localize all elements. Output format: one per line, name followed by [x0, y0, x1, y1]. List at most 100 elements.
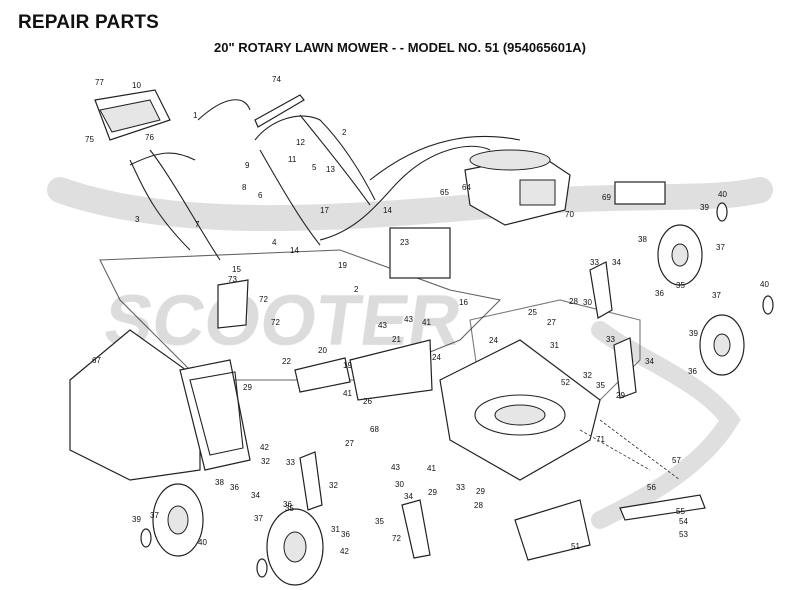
- part-callout: 21: [392, 335, 401, 344]
- part-callout: 8: [242, 183, 247, 192]
- part-callout: 12: [296, 138, 305, 147]
- part-callout: 19: [338, 261, 347, 270]
- part-callout: 51: [571, 542, 580, 551]
- part-callout: 38: [215, 478, 224, 487]
- part-callout: 29: [476, 487, 485, 496]
- part-callout: 31: [550, 341, 559, 350]
- part-callout: 1: [193, 111, 198, 120]
- part-callout: 29: [428, 488, 437, 497]
- model-subtitle: 20" ROTARY LAWN MOWER - - MODEL NO. 51 (…: [214, 40, 586, 55]
- part-callout: 52: [561, 378, 570, 387]
- part-callout: 10: [132, 81, 141, 90]
- height-adjuster-upper: [589, 261, 613, 319]
- part-callout: 40: [718, 190, 727, 199]
- part-callout: 71: [596, 435, 605, 444]
- lower-handle: [129, 149, 221, 261]
- part-callout: 40: [760, 280, 769, 289]
- part-callout: 73: [228, 275, 237, 284]
- skirt: [514, 499, 591, 561]
- part-callout: 29: [243, 383, 252, 392]
- kit-box-23: [389, 227, 451, 279]
- part-callout: 7: [195, 220, 200, 229]
- part-callout: 28: [569, 297, 578, 306]
- rear-door: [349, 339, 433, 401]
- part-callout: 74: [272, 75, 281, 84]
- part-callout: 32: [329, 481, 338, 490]
- part-callout: 33: [606, 335, 615, 344]
- part-callout: 16: [459, 298, 468, 307]
- part-callout: 35: [375, 517, 384, 526]
- part-callout: 26: [363, 397, 372, 406]
- part-callout: 39: [689, 329, 698, 338]
- part-callout: 33: [456, 483, 465, 492]
- part-callout: 42: [340, 547, 349, 556]
- part-callout: 34: [251, 491, 260, 500]
- part-callout: 54: [679, 517, 688, 526]
- handle-grip: [254, 94, 305, 128]
- grass-bag: [69, 329, 251, 481]
- part-callout: 9: [245, 161, 250, 170]
- part-callout: 6: [258, 191, 263, 200]
- bag-frame: [179, 359, 251, 471]
- part-callout: 35: [676, 281, 685, 290]
- part-callout: 43: [391, 463, 400, 472]
- cable-1: [197, 99, 251, 121]
- kit-box-69: [614, 181, 666, 205]
- part-callout: 13: [326, 165, 335, 174]
- part-callout: 37: [716, 243, 725, 252]
- part-callout: 76: [145, 133, 154, 142]
- part-callout: 75: [85, 135, 94, 144]
- part-callout: 41: [422, 318, 431, 327]
- part-callout: 36: [655, 289, 664, 298]
- part-callout: 72: [392, 534, 401, 543]
- part-callout: 24: [489, 336, 498, 345]
- part-callout: 32: [583, 371, 592, 380]
- part-callout: 65: [440, 188, 449, 197]
- part-callout: 39: [132, 515, 141, 524]
- part-callout: 29: [616, 391, 625, 400]
- part-callout: 22: [282, 357, 291, 366]
- part-callout: 64: [462, 183, 471, 192]
- part-callout: 23: [400, 238, 409, 247]
- part-callout: 56: [647, 483, 656, 492]
- part-callout: 36: [341, 530, 350, 539]
- part-callout: 34: [404, 492, 413, 501]
- part-callout: 28: [474, 501, 483, 510]
- part-callout: 25: [528, 308, 537, 317]
- part-callout: 72: [259, 295, 268, 304]
- part-callout: 20: [318, 346, 327, 355]
- part-callout: 35: [596, 381, 605, 390]
- throttle-cable: [319, 145, 491, 241]
- chute-deflector: [294, 357, 351, 393]
- part-callout: 30: [395, 480, 404, 489]
- part-callout: 24: [432, 353, 441, 362]
- part-callout: 17: [320, 206, 329, 215]
- part-callout: 69: [602, 193, 611, 202]
- part-callout: 53: [679, 530, 688, 539]
- part-callout: 15: [232, 265, 241, 274]
- part-callout: 40: [198, 538, 207, 547]
- part-callout: 36: [230, 483, 239, 492]
- part-callout: 67: [92, 356, 101, 365]
- part-callout: 27: [345, 439, 354, 448]
- part-callout: 70: [565, 210, 574, 219]
- part-callout: 4: [272, 238, 277, 247]
- part-callout: 38: [638, 235, 647, 244]
- wheels: [140, 202, 774, 586]
- part-callout: 27: [547, 318, 556, 327]
- part-callout: 2: [354, 285, 359, 294]
- part-callout: 33: [590, 258, 599, 267]
- part-callout: 14: [383, 206, 392, 215]
- part-callout: 72: [271, 318, 280, 327]
- part-callout: 34: [612, 258, 621, 267]
- part-callout: 2: [342, 128, 347, 137]
- page-title: REPAIR PARTS: [18, 12, 160, 33]
- part-callout: 37: [150, 511, 159, 520]
- part-callout: 11: [288, 155, 297, 164]
- baffle-plate: [217, 279, 249, 329]
- engine: [464, 149, 571, 226]
- mower-deck: [439, 339, 601, 481]
- part-callout: 19: [343, 361, 352, 370]
- part-callout: 34: [645, 357, 654, 366]
